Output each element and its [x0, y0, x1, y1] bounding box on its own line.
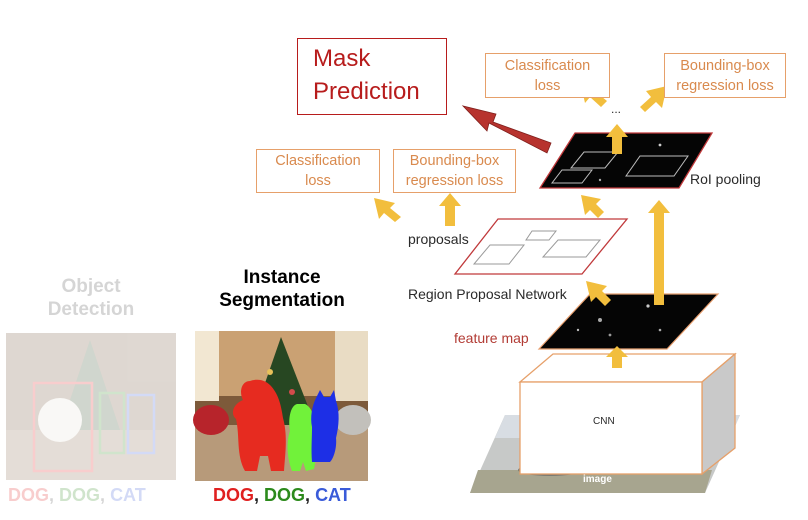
arrow-to-top-bbox	[640, 86, 667, 112]
arrow-feature-to-roi	[648, 200, 670, 305]
arrow-to-mask	[461, 105, 552, 154]
mid-bbox-loss-label: Bounding-box regression loss	[405, 153, 504, 189]
proposals-label: proposals	[408, 231, 469, 247]
is-sep-1: ,	[254, 485, 265, 505]
arrow-to-mid-bbox	[439, 193, 461, 226]
top-classification-loss-box: Classification loss	[485, 53, 610, 98]
proposals-plane	[453, 218, 629, 275]
top-bbox-loss-box: Bounding-box regression loss	[664, 53, 786, 98]
instance-segmentation-caption: DOG, DOG, CAT	[213, 485, 351, 506]
instance-segmentation-title: Instance Segmentation	[219, 267, 345, 311]
cnn-label: CNN	[593, 416, 615, 427]
arrow-feature-to-rpn	[586, 281, 611, 306]
roi-pooling-plane	[538, 132, 714, 189]
instance-segmentation-image	[193, 331, 371, 481]
mid-classification-loss-label: Classification loss	[275, 153, 361, 189]
mask-prediction-box: Mask Prediction	[297, 38, 447, 115]
mask-prediction-label: Mask Prediction	[313, 45, 420, 105]
object-detection-image	[6, 333, 176, 480]
object-detection-title: Object Detection	[47, 276, 135, 320]
top-bbox-loss-label: Bounding-box regression loss	[676, 57, 774, 94]
is-label-cat: CAT	[315, 485, 351, 505]
od-label-dog-1: DOG	[8, 485, 50, 505]
arrow-rpn-to-roi	[581, 195, 604, 218]
arrow-roi-up	[606, 124, 628, 154]
od-label-cat: CAT	[110, 485, 146, 505]
top-classification-loss-label: Classification loss	[504, 57, 591, 94]
object-detection-caption: DOG, DOG, CAT	[8, 485, 146, 506]
arrow-cnn-to-feature	[606, 346, 628, 368]
ellipsis-label: ...	[611, 102, 622, 116]
od-label-dog-2: DOG	[59, 485, 101, 505]
cnn-box	[518, 352, 737, 476]
mid-bbox-loss-box: Bounding-box regression loss	[393, 149, 516, 193]
feature-map-plane	[537, 293, 720, 350]
is-sep-2: ,	[305, 485, 316, 505]
is-label-dog-2: DOG	[264, 485, 306, 505]
od-sep-1: ,	[49, 485, 60, 505]
roi-pooling-label: RoI pooling	[690, 171, 761, 187]
feature-map-label: feature map	[454, 330, 529, 346]
image-label: image	[583, 474, 612, 485]
od-sep-2: ,	[100, 485, 111, 505]
arrow-to-mid-cls	[374, 198, 401, 222]
is-label-dog-1: DOG	[213, 485, 255, 505]
mid-classification-loss-box: Classification loss	[256, 149, 380, 193]
rpn-label: Region Proposal Network	[408, 286, 567, 302]
